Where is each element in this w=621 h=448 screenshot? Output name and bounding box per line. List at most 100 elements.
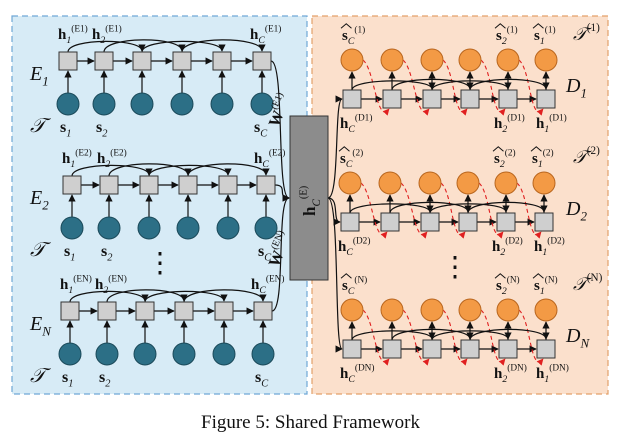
decoder-ellipsis: ⋮: [441, 252, 469, 283]
decoder-name: DN: [565, 325, 590, 351]
decoder-hidden-box: [382, 339, 402, 359]
connections-layer: [64, 39, 550, 366]
encoder-input-node: [95, 342, 119, 366]
encoder-input-label-2: s2: [101, 243, 112, 263]
encoder-hidden-box: [132, 51, 152, 71]
decoder-output-node: [418, 171, 442, 195]
shared-vector-label: hC(E): [299, 185, 323, 216]
encoder-hidden-label-1: h1(E1): [58, 24, 88, 47]
decoder-output-node: [496, 48, 520, 72]
decoder-output-node: [494, 171, 518, 195]
decoder-output-label-2: s2(1): [496, 25, 518, 48]
decoder-output-node: [534, 298, 558, 322]
encoder-input-label-C: sC: [258, 243, 272, 263]
decoder-hidden-box: [342, 89, 362, 109]
encoder-skip-arc: [69, 290, 149, 303]
decoder-skip-arc: [431, 80, 512, 91]
decoder-hidden-box: [460, 89, 480, 109]
encoder-skip-arc: [187, 163, 270, 177]
decoder-output-node: [340, 48, 364, 72]
encoder-hidden-box: [212, 51, 232, 71]
encoder-hidden-box: [256, 175, 276, 195]
encoder-name: E1: [29, 63, 49, 89]
decoder-output-node: [458, 298, 482, 322]
decoder-feedback-arrow: [478, 182, 504, 239]
hat-accent: [340, 273, 352, 279]
encoder-input-node: [251, 342, 275, 366]
decoder-hidden-label-C: hC(DN): [340, 363, 374, 386]
encoder-hidden-label-C: hC(E1): [250, 24, 281, 47]
decoder-feedback-arrow: [400, 182, 428, 239]
decoder-feedback-arrow: [518, 59, 544, 116]
encoder-input-node: [170, 92, 194, 116]
encoder-input-node: [250, 92, 274, 116]
encoder-input-label-1: s1: [60, 119, 71, 139]
encoder-input-node: [56, 92, 80, 116]
decoder-output-node: [420, 48, 444, 72]
encoder-input-node: [210, 92, 234, 116]
encoder-input-label-C: sC: [255, 369, 269, 389]
encoder-input-node: [172, 342, 196, 366]
encoder-skip-arc: [106, 289, 188, 303]
decoder-hidden-box: [458, 212, 478, 232]
encoder-hidden-label-C: hC(EN): [251, 274, 284, 297]
encoder-skip-arc: [103, 39, 186, 53]
decoder-output-label-2: s2(2): [494, 148, 516, 171]
decoder-output-node: [380, 298, 404, 322]
encoder-hidden-box: [99, 175, 119, 195]
nodes-layer: [56, 48, 558, 366]
decoder-hidden-box: [422, 339, 442, 359]
decoder-output-node: [380, 48, 404, 72]
decoder-feedback-arrow: [402, 59, 430, 116]
encoder-skip-arc: [108, 163, 192, 177]
encoder-name: E2: [29, 187, 49, 213]
decoder-skip-arc: [469, 328, 550, 341]
decoder-hidden-label-1: h1(D2): [534, 236, 565, 259]
encoder-input-node: [133, 342, 157, 366]
decoder-feedback-arrow: [480, 59, 506, 116]
decoder-output-node: [338, 171, 362, 195]
decoder-feedback-arrow: [480, 309, 506, 366]
decoder-hidden-box: [420, 212, 440, 232]
encoder-to-shared-arrow: [271, 194, 290, 312]
decoder-hidden-label-2: h2(D2): [492, 236, 523, 259]
hat-accent: [494, 23, 506, 29]
encoder-hidden-box: [97, 301, 117, 321]
hat-accent: [532, 273, 544, 279]
encoder-input-node: [212, 342, 236, 366]
decoder-panel: [311, 15, 609, 395]
decoder-output-label-C: sC(2): [340, 148, 363, 171]
decoder-feedback-arrow: [402, 309, 430, 366]
decoder-skip-arc: [351, 80, 436, 91]
decoder-output-node: [378, 171, 402, 195]
encoder-hidden-label-2: h2(E1): [92, 24, 122, 47]
decoder-hidden-box: [342, 339, 362, 359]
decoder-hidden-box: [382, 89, 402, 109]
decoder-hidden-box: [422, 89, 442, 109]
encoder-hidden-box: [253, 301, 273, 321]
hat-accent: [494, 273, 506, 279]
hat-accent: [532, 23, 544, 29]
encoder-input-label-2: s2: [96, 119, 107, 139]
decoder-feedback-arrow: [518, 309, 544, 366]
decoder-skip-arc: [469, 78, 550, 91]
encoder-hidden-box: [58, 51, 78, 71]
encoder-input-node: [176, 216, 200, 240]
decoder-hidden-box: [536, 339, 556, 359]
decoder-hidden-box: [496, 212, 516, 232]
encoder-skip-arc: [181, 39, 266, 53]
encoder-input-node: [216, 216, 240, 240]
decoder-feedback-arrow: [440, 182, 466, 239]
encoder-skip-arc: [67, 40, 146, 53]
decoder-output-label-2: s2(N): [496, 275, 520, 298]
hat-accent: [530, 146, 542, 152]
decoder-hidden-box: [534, 212, 554, 232]
decoder-hidden-box: [498, 339, 518, 359]
decoder-hidden-label-2: h2(DN): [494, 363, 527, 386]
encoder-hidden-box: [94, 51, 114, 71]
decoder-hidden-label-1: h1(DN): [536, 363, 569, 386]
encoder-input-label-1: s1: [64, 243, 75, 263]
encoder-panel: [11, 15, 308, 395]
